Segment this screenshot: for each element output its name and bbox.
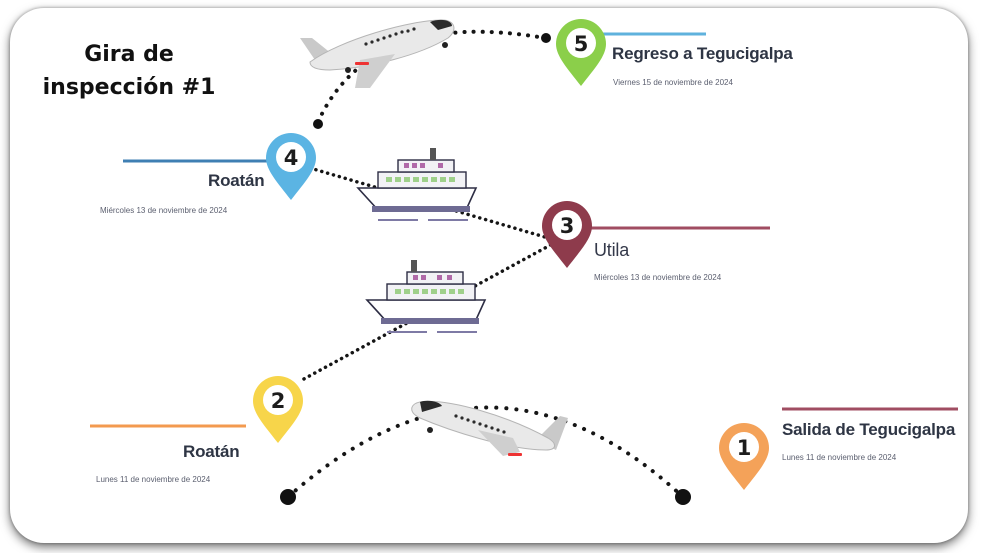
route-dot-end [541,33,551,43]
page-title: Gira de inspección #1 [24,38,234,104]
itinerary-card: 5 4 3 2 1 Gira de inspección #1 Regreso … [10,8,968,543]
stop-3-date: Miércoles 13 de noviembre de 2024 [594,273,722,282]
title-line-1: Gira de [84,42,174,67]
airplane-icon [411,400,568,456]
ferry-icon [356,148,478,221]
stop-2-number: 2 [271,389,286,413]
stop-1-pin: 1 [719,423,769,490]
stop-5-place: Regreso a Tegucigalpa [612,44,793,63]
route-dot-end [675,489,691,505]
stop-3-number: 3 [560,214,575,238]
route-dot-end [313,119,323,129]
stop-2-date: Lunes 11 de noviembre de 2024 [96,475,211,484]
stop-5-pin: 5 [556,19,606,86]
route-dot-end [280,489,296,505]
stop-1-number: 1 [737,436,752,460]
stop-3-pin: 3 [542,201,592,268]
route-diagram: 5 4 3 2 1 [90,19,958,505]
stop-1-date: Lunes 11 de noviembre de 2024 [782,453,897,462]
stop-4-pin: 4 [266,133,316,200]
stop-3-place: Utila [594,240,630,260]
stop-4-place: Roatán [208,171,265,190]
stop-4-date: Miércoles 13 de noviembre de 2024 [100,206,228,215]
stop-2-place: Roatán [183,442,240,461]
route-flight-outbound [286,405,685,499]
stop-5-date: Viernes 15 de noviembre de 2024 [613,78,733,87]
stop-4-number: 4 [284,146,299,170]
title-line-2: inspección #1 [42,75,216,100]
stop-2-pin: 2 [253,376,303,443]
route-ferry-3-2 [300,240,558,382]
stop-1-place: Salida de Tegucigalpa [782,420,956,439]
airplane-icon [300,19,455,88]
stop-5-number: 5 [574,32,589,56]
ferry-icon [365,260,487,333]
